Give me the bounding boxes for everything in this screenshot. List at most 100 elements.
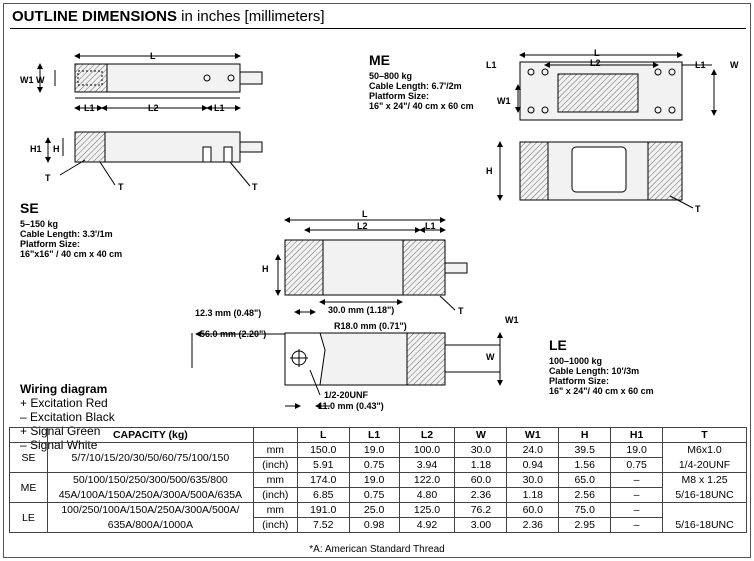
header-h: H xyxy=(558,427,612,443)
header-h1: H1 xyxy=(610,427,664,443)
se-cable: Cable Length: 3.3'/1m xyxy=(20,229,113,239)
header-l2: L2 xyxy=(398,427,456,443)
me-label-w1: W1 xyxy=(497,96,511,106)
table-row: LE 100/250/100A/150A/250A/300A/500A/ mm … xyxy=(9,502,747,533)
cell-l-mm: 150.0 xyxy=(296,442,350,458)
me-label-l: L xyxy=(594,48,600,58)
le-dim-r18: R18.0 mm (0.71") xyxy=(334,321,407,331)
cell-l-mm: 174.0 xyxy=(296,472,350,488)
row-model: LE xyxy=(9,502,48,533)
title-rule xyxy=(10,28,746,29)
row-capacity: 100/250/100A/150A/250A/300A/500A/ xyxy=(46,502,254,518)
cell-l2-inch: 3.94 xyxy=(398,457,456,473)
cell-w-inch: 2.36 xyxy=(454,487,508,503)
unit-inch: (inch) xyxy=(252,457,298,473)
cell-l1-mm: 19.0 xyxy=(348,442,400,458)
cell-l2-mm: 100.0 xyxy=(398,442,456,458)
cell-h-mm: 65.0 xyxy=(558,472,612,488)
cell-h-inch: 2.95 xyxy=(558,517,612,533)
cell-t: 5/16-18UNC xyxy=(662,517,747,533)
cell-h-inch: 1.56 xyxy=(558,457,612,473)
cell-h1-mm: – xyxy=(610,502,664,518)
table-row: ME 50/100/150/250/300/500/635/800 mm 174… xyxy=(9,472,747,503)
header-w: W xyxy=(454,427,508,443)
table-row: 635A/800A/1000A (inch) 7.52 0.98 4.92 3.… xyxy=(10,517,747,533)
se-model-name: SE xyxy=(20,200,39,216)
se-label-l1b: L1 xyxy=(214,103,225,113)
me-cable: Cable Length: 6.7'/2m xyxy=(369,81,462,91)
row-capacity: 5/7/10/15/20/30/50/60/75/100/150 xyxy=(46,442,254,473)
cell-w-mm: 76.2 xyxy=(454,502,508,518)
cell-h-mm: 75.0 xyxy=(558,502,612,518)
le-cable: Cable Length: 10'/3m xyxy=(549,366,640,376)
me-label-l1a: L1 xyxy=(486,60,497,70)
se-label-w1w: W1 W xyxy=(20,75,45,85)
se-label-h1: H1 xyxy=(30,144,42,154)
unit-mm: mm xyxy=(252,472,298,488)
se-label-l1a: L1 xyxy=(84,103,95,113)
cell-h1-inch: – xyxy=(610,487,664,503)
se-label-l2: L2 xyxy=(148,103,159,113)
cell-t: 1/4-20UNF xyxy=(662,457,747,473)
se-label-t3: T xyxy=(252,182,258,192)
header-cell xyxy=(9,427,48,443)
le-model-name: LE xyxy=(549,337,567,353)
le-label-l: L xyxy=(362,209,368,219)
unit-mm: mm xyxy=(252,442,298,458)
cell-h1-mm: 19.0 xyxy=(610,442,664,458)
cell-l2-mm: 125.0 xyxy=(398,502,456,518)
row-capacity: 50/100/150/250/300/500/635/800 xyxy=(46,472,254,488)
cell-l-inch: 6.85 xyxy=(296,487,350,503)
le-label-h: H xyxy=(262,264,269,274)
le-dim-123: 12.3 mm (0.48") xyxy=(195,308,261,318)
me-platform-label: Platform Size: xyxy=(369,91,430,101)
me-spec: ME 50–800 kg Cable Length: 6.7'/2m Platf… xyxy=(369,52,474,111)
cell-h1-mm: – xyxy=(610,472,664,488)
le-label-w: W xyxy=(486,352,495,362)
cell-l1-inch: 0.75 xyxy=(348,487,400,503)
se-platform-label: Platform Size: xyxy=(20,239,81,249)
le-drawing xyxy=(191,217,503,409)
se-label-t1: T xyxy=(45,173,51,183)
cell-w1-mm: 24.0 xyxy=(506,442,560,458)
cell-l1-inch: 0.98 xyxy=(348,517,400,533)
le-capacity: 100–1000 kg xyxy=(549,356,603,366)
wiring-heading: Wiring diagram xyxy=(20,382,108,396)
cell-w1-inch: 0.94 xyxy=(506,457,560,473)
me-label-h: H xyxy=(486,166,493,176)
cell-h1-inch: 0.75 xyxy=(610,457,664,473)
le-label-t: T xyxy=(458,306,464,316)
cell-w-inch: 3.00 xyxy=(454,517,508,533)
se-drawing xyxy=(37,53,263,187)
cell-l1-mm: 19.0 xyxy=(348,472,400,488)
row-capacity: 635A/800A/1000A xyxy=(46,517,254,533)
me-label-l1b: L1 xyxy=(695,60,706,70)
le-spec: LE 100–1000 kg Cable Length: 10'/3m Plat… xyxy=(549,337,654,396)
me-label-t: T xyxy=(695,204,701,214)
unit-inch: (inch) xyxy=(252,517,298,533)
cell-l2-mm: 122.0 xyxy=(398,472,456,488)
me-label-l2: L2 xyxy=(590,58,601,68)
row-model: SE xyxy=(9,442,48,473)
header-l1: L1 xyxy=(348,427,400,443)
wiring-item: – Excitation Black xyxy=(20,410,115,424)
cell-l-mm: 191.0 xyxy=(296,502,350,518)
row-capacity: 45A/100A/150A/250A/300A/500A/635A xyxy=(46,487,254,503)
footnote: *A: American Standard Thread xyxy=(309,544,445,555)
le-platform: 16" x 24"/ 40 cm x 60 cm xyxy=(549,386,654,396)
cell-h-inch: 2.56 xyxy=(558,487,612,503)
cell-w-inch: 1.18 xyxy=(454,457,508,473)
header-l: L xyxy=(296,427,350,443)
cell-t: 5/16-18UNC xyxy=(662,487,747,503)
cell-w1-mm: 60.0 xyxy=(506,502,560,518)
se-capacity: 5–150 kg xyxy=(20,219,59,229)
se-label-l: L xyxy=(150,51,156,61)
le-label-w1: W1 xyxy=(505,315,519,325)
le-dim-110: 11.0 mm (0.43") xyxy=(318,401,384,411)
se-spec: SE 5–150 kg Cable Length: 3.3'/1m Platfo… xyxy=(20,200,122,259)
header-w1: W1 xyxy=(506,427,560,443)
le-dim-560: 56.0 mm (2.20") xyxy=(200,329,266,339)
cell-h-mm: 39.5 xyxy=(558,442,612,458)
table-row: 45A/100A/150A/250A/300A/500A/635A (inch)… xyxy=(10,487,747,503)
